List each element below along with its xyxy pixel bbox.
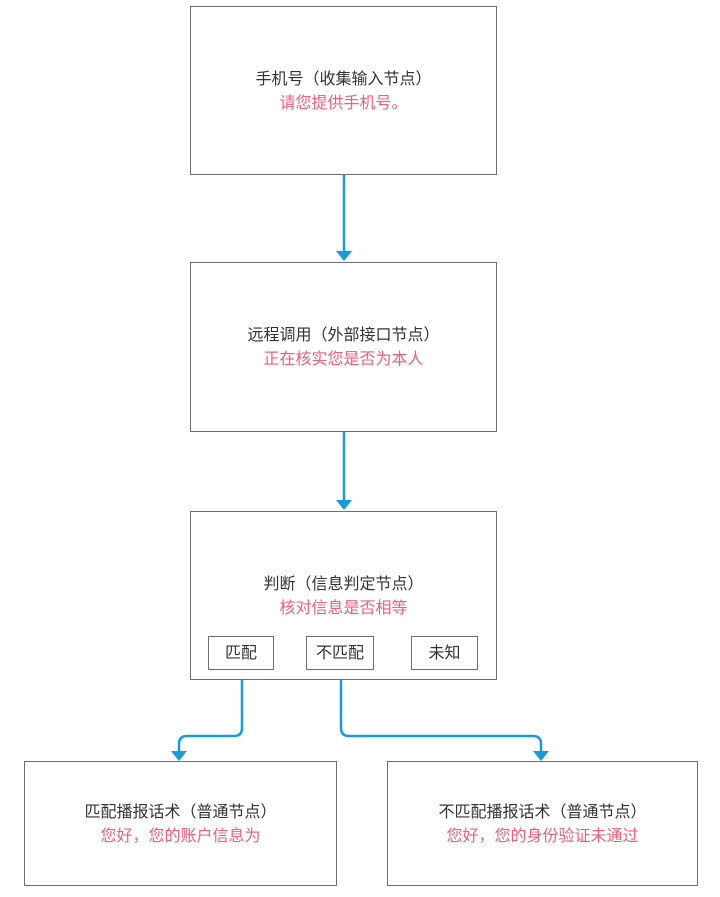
branch-unknown[interactable]: 未知 [411, 636, 478, 670]
arrowhead [336, 251, 352, 261]
edge-match-to-broadcast [177, 668, 244, 754]
branch-match[interactable]: 匹配 [208, 636, 274, 670]
node-remote-call[interactable]: 远程调用（外部接口节点） 正在核实您是否为本人 [190, 262, 497, 432]
node-title: 手机号（收集输入节点） [255, 68, 432, 88]
node-prompt: 核对信息是否相等 [279, 598, 408, 617]
node-title: 判断（信息判定节点） [263, 574, 424, 593]
arrowhead [533, 751, 549, 761]
arrowhead [336, 500, 352, 510]
node-prompt: 您好，您的身份验证未通过 [446, 825, 639, 845]
edge-mismatch-to-broadcast [339, 668, 543, 754]
node-phone-input[interactable]: 手机号（收集输入节点） 请您提供手机号。 [190, 6, 497, 175]
node-prompt: 请您提供手机号。 [279, 92, 408, 112]
node-title: 远程调用（外部接口节点） [247, 325, 440, 344]
node-title: 匹配播报话术（普通节点） [84, 801, 277, 821]
branch-mismatch[interactable]: 不匹配 [306, 636, 374, 670]
node-mismatch-broadcast[interactable]: 不匹配播报话术（普通节点） 您好，您的身份验证未通过 [387, 761, 698, 886]
node-prompt: 正在核实您是否为本人 [263, 349, 424, 368]
node-match-broadcast[interactable]: 匹配播报话术（普通节点） 您好，您的账户信息为 [24, 761, 337, 886]
node-prompt: 您好，您的账户信息为 [100, 825, 261, 845]
arrowhead [171, 751, 187, 761]
node-title: 不匹配播报话术（普通节点） [438, 801, 647, 821]
